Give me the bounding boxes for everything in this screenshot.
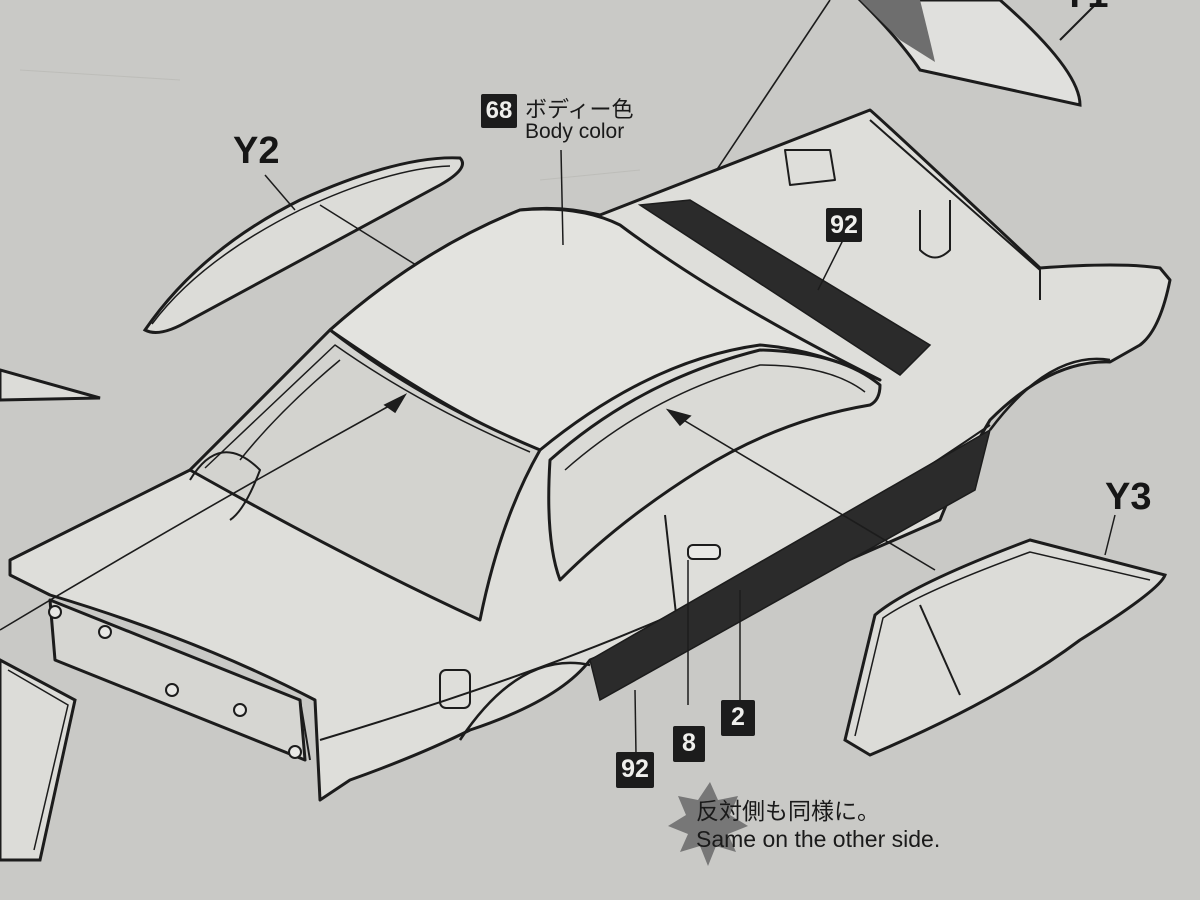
door-handle bbox=[687, 544, 721, 560]
callout-leaders bbox=[560, 149, 844, 756]
y2-part-label: Y2 bbox=[233, 130, 280, 172]
top-window-part bbox=[857, 0, 1101, 107]
car-body bbox=[8, 108, 1172, 802]
y3-leader-line bbox=[1104, 514, 1116, 556]
door-handle-paint-number: 8 bbox=[673, 726, 705, 762]
left-partial-parts bbox=[0, 368, 101, 862]
rocker-paint-number: 2 bbox=[721, 700, 755, 736]
side-stripe bbox=[589, 428, 992, 702]
body-color-label-jp: ボディー色 bbox=[525, 98, 634, 123]
roof-stripe-paint-number: 92 bbox=[826, 208, 862, 242]
other-side-note-jp: 反対側も同様に。 bbox=[696, 799, 880, 825]
y2-window-part bbox=[142, 156, 464, 334]
note-burst bbox=[668, 782, 748, 866]
y3-window-part bbox=[843, 538, 1167, 757]
background-faint-marks bbox=[19, 69, 641, 181]
y3-part-label: Y3 bbox=[1105, 476, 1152, 518]
body-color-paint-number: 68 bbox=[481, 94, 517, 128]
top-part-label: Y1 bbox=[1062, 0, 1108, 14]
side-stripe-paint-number: 92 bbox=[616, 752, 654, 788]
y2-leader-line bbox=[264, 174, 296, 211]
body-arrows bbox=[0, 393, 936, 631]
roof-stripe bbox=[637, 199, 932, 376]
body-color-label-en: Body color bbox=[525, 120, 625, 143]
other-side-note-en: Same on the other side. bbox=[696, 826, 941, 852]
mounting-pins bbox=[48, 605, 302, 759]
